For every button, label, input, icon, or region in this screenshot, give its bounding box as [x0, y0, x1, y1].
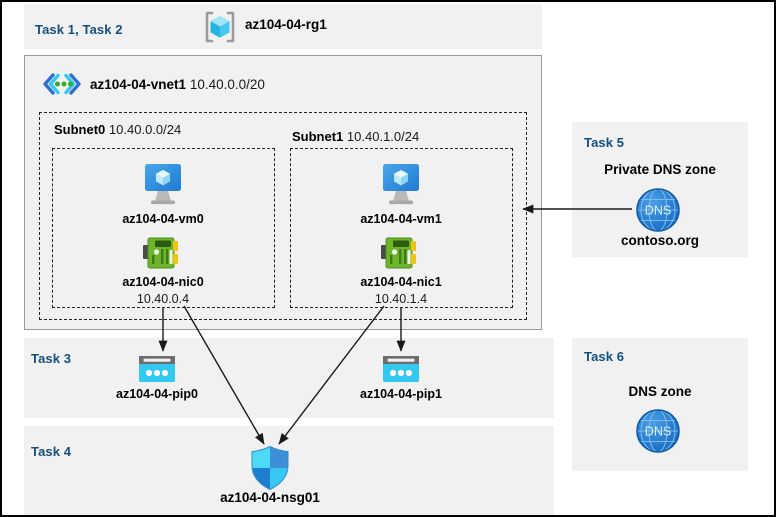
virtual-machine-icon: [137, 162, 189, 208]
nic0-ip-address: 10.40.0.4: [136, 292, 190, 306]
virtual-machine-icon: [375, 162, 427, 208]
task1-task2-label: Task 1, Task 2: [35, 22, 123, 37]
public-ip-address-icon: [380, 354, 422, 386]
subnet0-header: Subnet0 10.40.0.0/24: [54, 122, 181, 137]
task3-label: Task 3: [31, 351, 72, 366]
pip0-label: az104-04-pip0: [116, 387, 198, 401]
nsg-label: az104-04-nsg01: [220, 490, 320, 505]
virtual-network-cidr: 10.40.0.0/20: [189, 77, 265, 92]
nic0-label: az104-04-nic0: [122, 275, 204, 289]
vm0-label: az104-04-vm0: [122, 212, 204, 226]
dns-zone-title: DNS zone: [628, 384, 692, 399]
task5-label: Task 5: [584, 135, 625, 150]
subnet1-header: Subnet1 10.40.1.0/24: [292, 129, 419, 144]
subnet1-cidr: 10.40.1.0/24: [346, 129, 420, 144]
resource-group-cube-icon: [201, 9, 239, 45]
task4-label: Task 4: [31, 444, 72, 459]
public-ip-address-icon: [136, 354, 178, 386]
vm1-label: az104-04-vm1: [360, 212, 442, 226]
subnet1-box: [290, 148, 513, 308]
subnet0-name: Subnet0: [54, 122, 106, 137]
dns-icon-text: DNS: [645, 204, 671, 218]
task3-band: [24, 338, 554, 418]
subnet0-box: [52, 148, 275, 308]
task1-task2-band: [24, 4, 542, 49]
network-security-group-shield-icon: [249, 445, 291, 491]
virtual-network-icon: [40, 71, 84, 97]
virtual-network-header: az104-04-vnet1 10.40.0.0/20: [90, 77, 265, 92]
pip1-label: az104-04-pip1: [360, 387, 442, 401]
network-interface-icon: [380, 236, 422, 272]
nic1-ip-address: 10.40.1.4: [374, 292, 428, 306]
dns-globe-icon: DNS: [634, 407, 682, 455]
dns-globe-icon: DNS: [634, 186, 682, 234]
network-interface-icon: [142, 236, 184, 272]
private-dns-zone-name: contoso.org: [621, 233, 699, 248]
nic1-label: az104-04-nic1: [360, 275, 442, 289]
dns-icon-text: DNS: [645, 425, 671, 439]
resource-group-name: az104-04-rg1: [245, 17, 327, 32]
subnet1-name: Subnet1: [292, 129, 344, 144]
virtual-network-name: az104-04-vnet1: [90, 77, 187, 92]
resource-group-name-text: az104-04-rg1: [245, 17, 327, 32]
task6-label: Task 6: [584, 349, 625, 364]
private-dns-zone-title: Private DNS zone: [604, 162, 716, 177]
subnet0-cidr: 10.40.0.0/24: [108, 122, 182, 137]
